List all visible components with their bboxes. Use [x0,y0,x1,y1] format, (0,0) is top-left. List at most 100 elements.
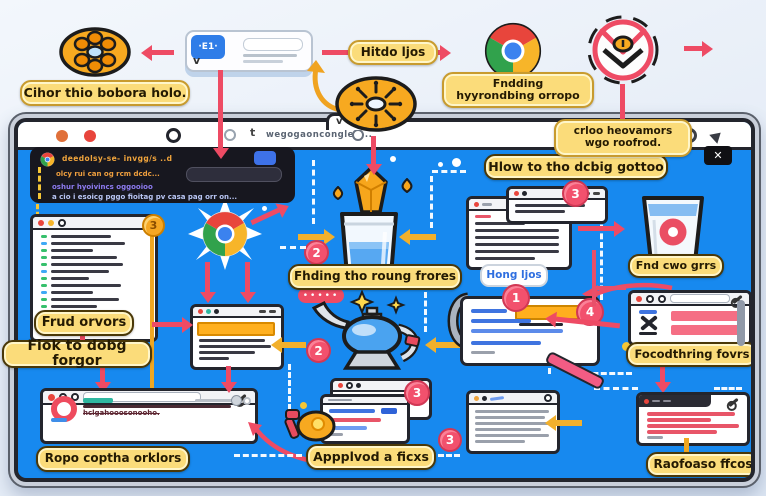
dark-tab [639,395,711,407]
no-entry-icon [587,15,659,85]
red-arrow-right-small [684,46,702,51]
traffic-dot-orange[interactable] [56,130,68,142]
url-text[interactable]: wegogaoncongle .... [266,130,373,140]
traffic-dot-red[interactable] [84,130,96,142]
yellow-arrow-left [436,342,460,348]
cup-icon [642,196,704,264]
yellow-arrow-right [298,234,324,240]
panel-input[interactable] [186,167,282,182]
code-line [51,277,89,280]
dashed-connector [432,170,466,173]
menu-bar [482,202,492,206]
traffic-dot-red [474,201,479,207]
close-icon: ✕ [713,149,723,162]
flow-arrow-label: Hitdo ljos [348,40,438,65]
yellow-dashed-line [36,204,39,217]
slider-track[interactable] [195,399,235,402]
text-line [243,54,297,57]
traffic-dot-dark [356,383,361,388]
line-number [41,235,47,238]
code-line [51,256,117,259]
line-number [41,263,47,266]
yellow-dot [300,402,307,409]
share-icon[interactable] [709,128,725,144]
panel-badge[interactable] [254,151,276,165]
close-button[interactable]: ✕ [704,146,732,165]
line-number [41,277,47,280]
line-number [41,256,47,259]
text-line [199,357,229,360]
address-input[interactable] [83,392,201,402]
traffic-dot-red [514,191,519,196]
menu-bar [328,398,352,402]
text-line [329,409,375,413]
back-button-icon[interactable] [166,128,181,143]
window-titlebar [193,307,281,318]
e1-icon: ·E1· [191,35,225,59]
dashed-connector [714,387,742,390]
chrome-icon [40,152,55,167]
text-line [471,351,495,354]
label-how-debug: Fiok to dobg forgor [2,338,152,369]
text-line [83,405,231,408]
error-bar [671,325,741,335]
suggestion-panel: deedolsy-se- invgg/s ..d olcy rui can og… [30,147,295,203]
text-line [475,440,525,443]
slider-knob[interactable] [231,395,242,406]
red-connector-h [594,286,626,290]
label-release: Raofoaso ffcos [646,452,751,477]
label-before-help: Cihor thio bobora holo. [20,80,190,106]
traffic-dot-ring [658,294,666,303]
suggestion-title: deedolsy-se- invgg/s ..d [62,154,173,163]
code-line [51,235,111,238]
genie-lamp-icon [311,290,421,370]
menu-bar [269,310,276,313]
reload-icon[interactable] [224,129,236,141]
step-badge-glass: 2 [304,240,329,265]
traffic-dot-red [198,309,203,314]
address-input[interactable] [670,294,730,303]
traffic-dot-red [338,383,343,388]
code-line [51,270,109,273]
yellow-arrow-left [556,420,582,426]
code-line [51,284,121,287]
search-result-window: hclgahooosonooho. [40,388,258,444]
red-connector-v [592,250,596,306]
result-window-front [320,394,410,444]
step-badge-lamp: 2 [306,338,331,363]
scrollbar-thumb[interactable] [737,300,745,346]
menu-bar [652,399,660,403]
label-focal: Focodthring fovrs [626,342,751,367]
window-titlebar [509,189,605,200]
highlighted-result[interactable] [197,322,275,336]
text-line [329,433,343,436]
text-line [329,418,381,422]
label-recaptcha: Ropo coptha orklors [36,446,190,472]
chrome-splash-icon [188,198,262,270]
text-line [475,243,559,246]
splash-dot [262,206,267,211]
traffic-dot-orange [474,395,479,401]
text-line [471,341,541,345]
splash-dot [438,162,443,167]
browser-window: t wegogaoncongle .... ✕ Hlow to tho dcbi… [8,112,761,488]
text-line [475,416,545,419]
suggestion-line: oshur hyoivincs oggooioo [52,183,153,191]
dashed-connector [424,292,427,332]
chrome-icon [484,22,542,80]
menu-bar [593,192,600,195]
text-line [475,434,549,437]
text-line [475,428,541,431]
code-line [51,242,125,245]
line-number [41,284,47,287]
highlight-window [190,304,284,370]
menu-bar [259,310,266,313]
yellow-arrow-left [410,234,436,240]
x-mark-icon [639,310,661,336]
button-chip[interactable] [381,408,397,414]
traffic-dot-teal [206,309,211,314]
text-line [515,210,565,213]
notification-card: ·E1· v [185,30,313,72]
refresh-icon[interactable] [352,129,364,141]
gray-chip [647,436,663,439]
